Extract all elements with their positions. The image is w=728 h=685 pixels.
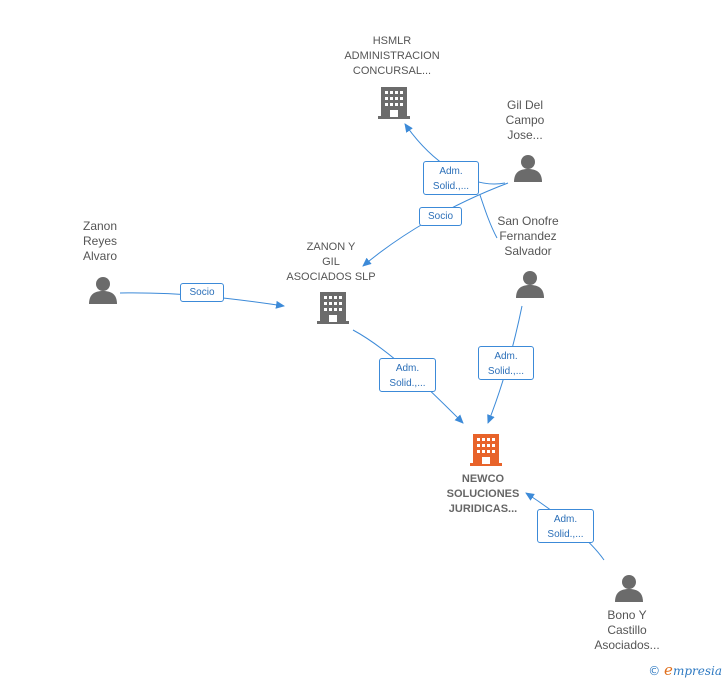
edge-label-zanonreyes-to-zanongil[interactable]: Socio (180, 283, 224, 302)
person-icon (516, 271, 544, 298)
edge-label-gil-to-zanongil[interactable]: Socio (419, 207, 462, 226)
person-icon (514, 155, 542, 182)
copyright-symbol: © (648, 664, 661, 678)
brand-logo: © empresia (648, 661, 722, 679)
edge-label-sanonofre-to-newco[interactable]: Adm. Solid.,... (478, 346, 534, 380)
edge-sanonofre-link (479, 194, 498, 239)
person-icon (89, 277, 117, 304)
building-icon (317, 292, 349, 324)
person-icon (615, 575, 643, 602)
edge-label-gil-to-hsmlr[interactable]: Adm. Solid.,... (423, 161, 479, 195)
node-label-newco[interactable]: NEWCO SOLUCIONES JURIDICAS... (446, 473, 520, 515)
node-label-zanon-gil[interactable]: ZANON Y GIL ASOCIADOS SLP (286, 241, 376, 283)
node-label-hsmlr[interactable]: HSMLR ADMINISTRACION CONCURSAL... (344, 35, 440, 77)
building-icon (378, 87, 410, 119)
node-label-zanon-reyes[interactable]: Zanon Reyes Alvaro (82, 219, 118, 263)
edge-label-zanongil-to-newco[interactable]: Adm. Solid.,... (379, 358, 436, 392)
node-label-gil-del-campo[interactable]: Gil Del Campo Jose... (505, 98, 545, 142)
brand-name: mpresia (672, 664, 722, 678)
edge-label-bono-to-newco[interactable]: Adm. Solid.,... (537, 509, 594, 543)
node-label-san-onofre[interactable]: San Onofre Fernandez Salvador (497, 214, 559, 258)
building-icon-focus (470, 434, 502, 466)
brand-initial: e (664, 661, 673, 679)
node-label-bono-castillo[interactable]: Bono Y Castillo Asociados... (594, 608, 660, 652)
